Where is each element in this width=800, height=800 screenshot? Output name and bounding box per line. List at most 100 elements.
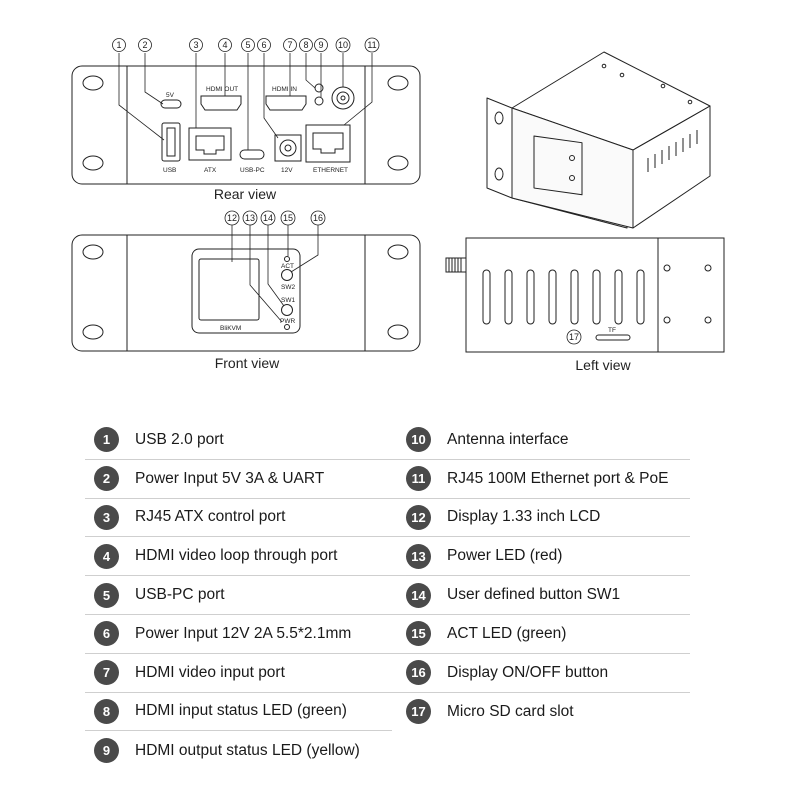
svg-text:2: 2 [142,40,147,50]
front-mount-hole [387,324,409,340]
dc-12v-jack-icon [274,134,302,162]
iso-vents [647,130,698,172]
rear-view [71,65,421,185]
legend-number-badge: 3 [94,504,119,530]
label-usb-pc: USB-PC [240,167,265,174]
legend-number-badge: 4 [94,543,119,569]
legend-item-text: RJ45 ATX control port [135,508,286,526]
rear-view-caption: Rear view [214,186,277,202]
callout-9: 9 [314,38,328,52]
legend-number-badge: 2 [94,466,119,492]
iso-front-face [511,107,634,229]
callout-5: 5 [241,38,255,52]
front-chassis [126,234,366,352]
hdmi-out-port-icon [200,95,242,111]
iso-button-icon [569,175,575,181]
svg-text:12: 12 [227,213,237,223]
usb-pc-port-icon [239,149,265,160]
front-leader-lines [231,225,319,323]
callout-16: 16 [310,210,326,226]
legend-item: 9 HDMI output status LED (yellow) [85,731,392,770]
label-5v: 5V [166,92,175,99]
callout-7: 7 [283,38,297,52]
callout-6: 6 [257,38,271,52]
front-mount-hole [82,324,104,340]
callout-13: 13 [242,210,258,226]
svg-text:14: 14 [263,213,273,223]
atx-rj45-port-icon [188,127,232,161]
legend-number-badge: 14 [406,582,431,608]
rear-callouts: 1 2 3 4 5 6 7 8 9 10 11 [112,37,380,53]
callout-15: 15 [280,210,296,226]
iso-right-face [632,105,711,229]
legend-number-badge: 7 [94,660,119,686]
left-view [445,237,725,353]
callout-11: 11 [364,37,380,53]
micro-sd-slot-icon [595,334,631,341]
legend-number-badge: 17 [406,699,431,725]
brand-logo-text: BliKVM [220,325,241,332]
rear-mount-hole [82,75,104,91]
usb-port-icon [161,122,181,162]
front-view [71,234,421,352]
iso-screw-icon [601,63,607,69]
sw1-button-icon [281,304,293,316]
legend-number-badge: 5 [94,582,119,608]
front-mount-bracket [71,234,421,352]
left-view-caption: Left view [575,357,631,373]
iso-mount-bracket [486,97,513,199]
left-bracket-plate [657,237,725,353]
legend-number-badge: 16 [406,660,431,686]
legend-item-text: HDMI input status LED (green) [135,702,347,720]
antenna-side-icon [445,257,467,273]
svg-text:13: 13 [245,213,255,223]
lcd-display-icon [198,258,260,321]
iso-mount-hole [494,167,504,181]
callout-12: 12 [224,210,240,226]
svg-text:3: 3 [193,40,198,50]
legend-item-text: HDMI output status LED (yellow) [135,741,360,759]
svg-text:5: 5 [245,40,250,50]
svg-text:1: 1 [116,40,121,50]
left-screw-icon [663,264,712,324]
callout-1: 1 [112,38,126,52]
label-pwr: PWR [280,318,295,325]
iso-screw-icon [619,72,625,78]
front-labels: ACT SW2 SW1 PWR BliKVM [220,263,295,332]
isometric-view [486,51,711,229]
rear-mount-hole [387,155,409,171]
svg-text:16: 16 [313,213,323,223]
antenna-connector-icon [331,86,355,110]
label-hdmi-out: HDMI OUT [206,86,238,93]
svg-text:15: 15 [283,213,293,223]
iso-front-panel [533,135,583,196]
label-12v: 12V [281,167,293,174]
ethernet-rj45-port-icon [305,124,351,163]
label-act: ACT [281,263,294,270]
label-hdmi-in: HDMI IN [272,86,297,93]
label-ethernet: ETHERNET [313,167,348,174]
legend-number-badge: 15 [406,621,431,647]
legend-item-text: Power Input 5V 3A & UART [135,469,325,487]
legend-number-badge: 9 [94,738,119,764]
callout-10: 10 [335,37,351,53]
callout-17: 17 [566,329,582,345]
iso-mount-hole [494,111,504,125]
act-led-icon [284,256,290,262]
callout-4: 4 [218,38,232,52]
